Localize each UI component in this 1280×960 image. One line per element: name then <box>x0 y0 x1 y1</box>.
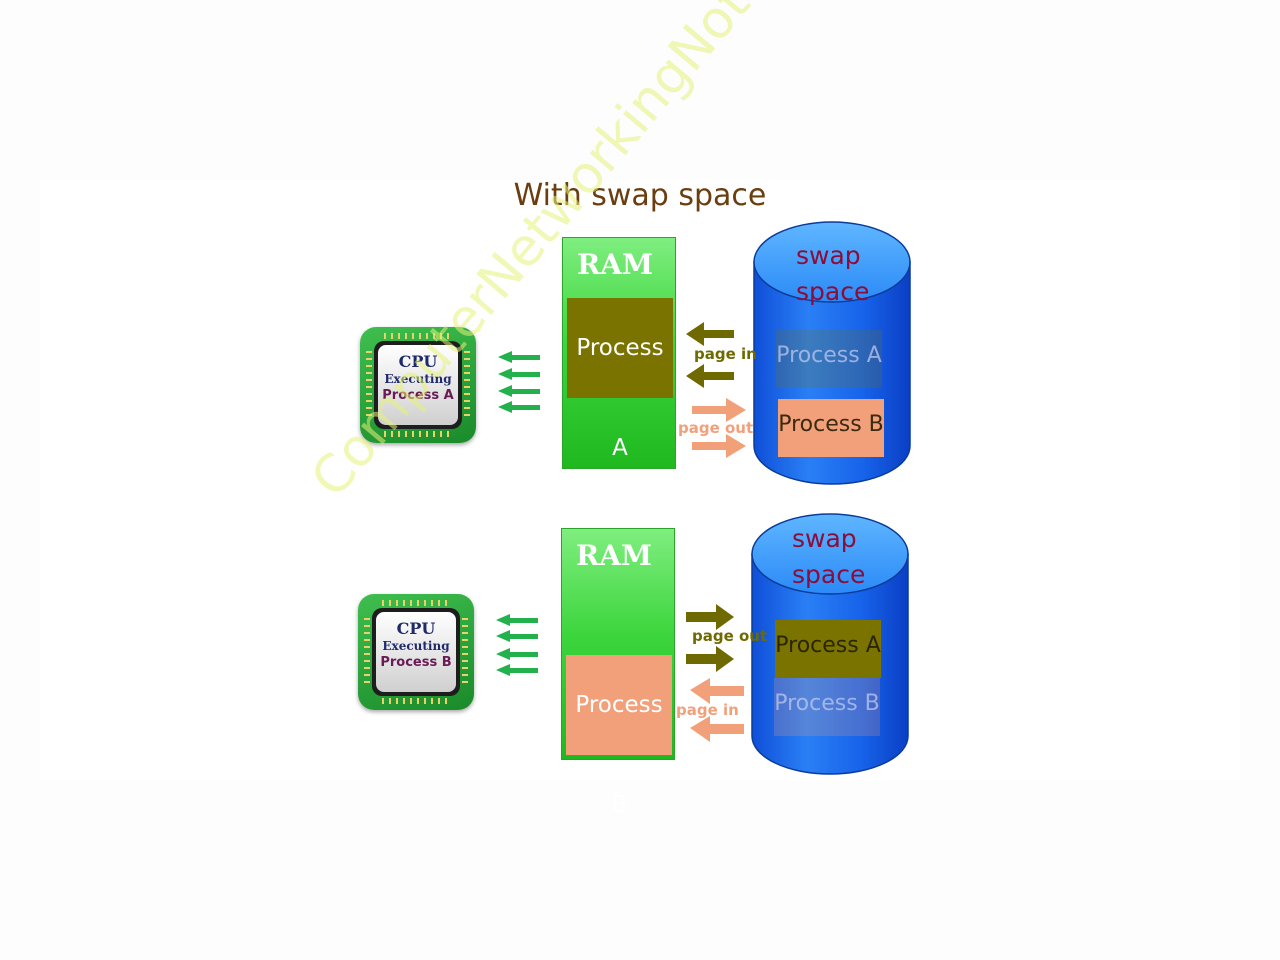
ram-process-a: Process A <box>567 298 673 461</box>
ram-label: RAM <box>576 539 652 572</box>
cpu-ram-arrows-bottom <box>496 614 538 676</box>
page-out-arrows-top <box>692 398 746 458</box>
swap-process-a: Process A <box>775 620 881 678</box>
swap-space-label: swap space <box>796 241 870 306</box>
swap-process-a-faded: Process A <box>776 330 882 388</box>
cpu-process: Process A <box>382 388 454 403</box>
ram-block-top: RAM Process A <box>562 237 676 469</box>
swap-process-b-faded: Process B <box>774 678 880 736</box>
cpu-status: Executing <box>382 639 450 653</box>
cpu-status: Executing <box>384 372 452 386</box>
page-in-label: page in <box>676 701 739 719</box>
swap-space-label: swap space <box>792 524 866 589</box>
page-in-arrows-top <box>686 322 734 388</box>
cpu-label: CPU <box>398 352 438 371</box>
ram-label: RAM <box>577 248 653 281</box>
cpu-chip-bottom: CPU Executing Process B <box>358 594 474 710</box>
diagram-title: With swap space <box>513 178 767 213</box>
ram-process-b: Process B <box>566 655 672 818</box>
page-in-label: page in <box>694 345 757 363</box>
page-out-arrows-bottom <box>686 604 734 672</box>
cpu-label: CPU <box>396 619 436 638</box>
ram-block-bottom: RAM Process B <box>561 528 675 818</box>
cpu-chip-top: CPU Executing Process A <box>360 327 476 443</box>
cpu-process: Process B <box>380 655 452 670</box>
swap-process-b: Process B <box>778 399 884 457</box>
page-in-arrows-bottom <box>690 678 744 742</box>
page-out-label: page out <box>692 627 768 645</box>
page-out-label: page out <box>678 419 754 437</box>
cpu-ram-arrows-top <box>498 351 540 413</box>
